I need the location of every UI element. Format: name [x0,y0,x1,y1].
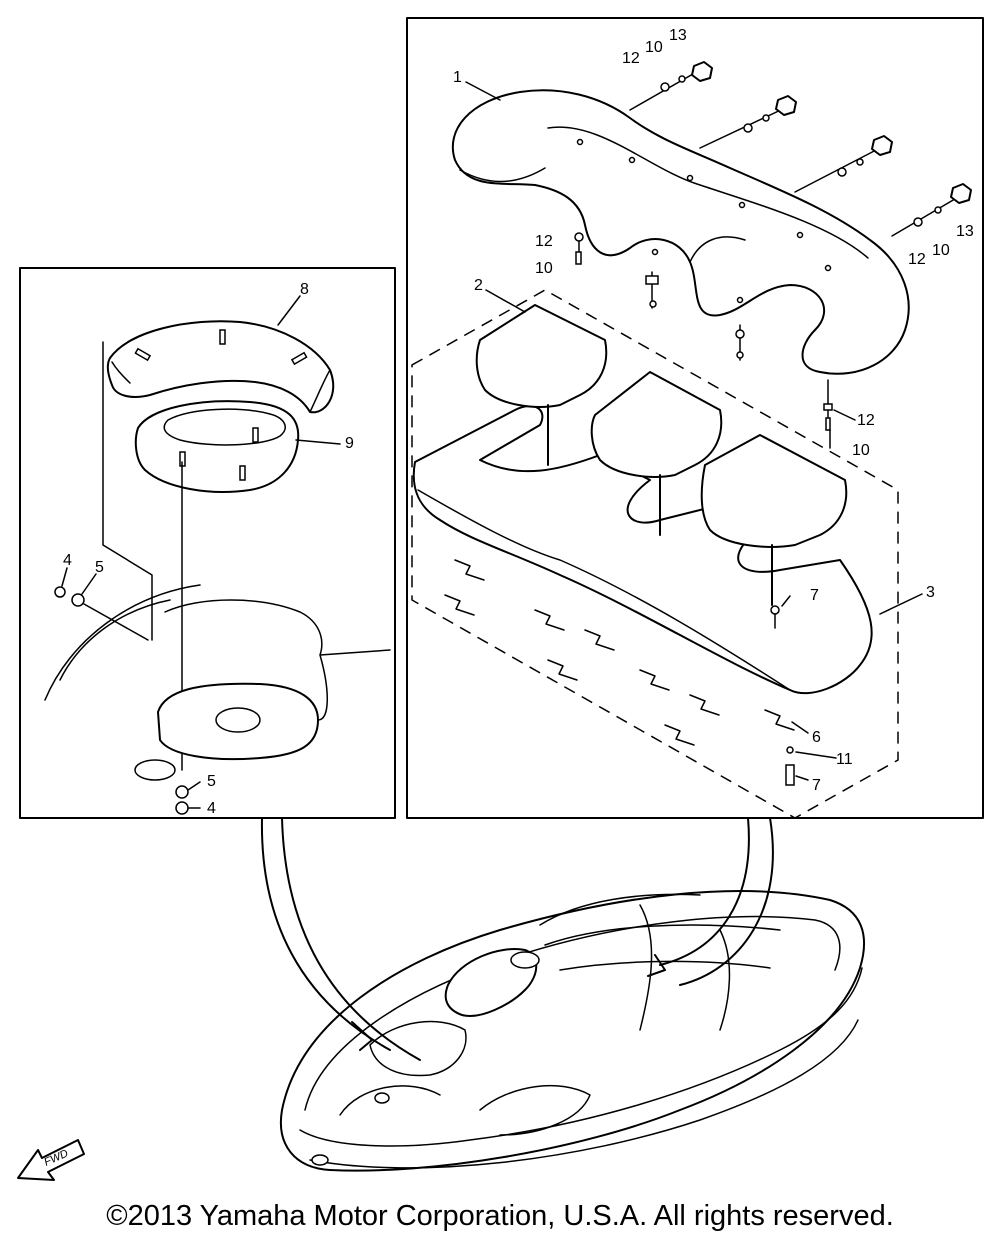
steering-wheel [510,951,540,969]
seat-cushion-right [700,434,848,548]
left-panel-leader-lines [61,295,341,809]
pedestal-hole [215,707,261,733]
callout-1: 1 [453,69,462,86]
seat-base-part-3 [412,405,873,695]
callout-7-lower: 7 [812,777,821,794]
connector-driver-seat [260,817,421,1061]
boat-front-seats [339,1085,591,1136]
callout-7-upper: 7 [810,587,819,604]
callout-10-left: 10 [535,260,553,277]
boat-hull-outline [279,890,865,1172]
callout-5-lower: 5 [207,773,216,790]
callout-5-upper: 5 [95,559,104,576]
callout-6: 6 [812,729,821,746]
seat-base-dashed-outline [411,289,899,819]
callout-11: 11 [836,751,853,768]
callout-10-right: 10 [932,242,950,259]
callout-2: 2 [474,277,483,294]
callout-13-right: 13 [956,223,974,240]
boat-hull-bottom [309,1019,859,1169]
driver-seat-base-inner [163,408,286,446]
connector-rear-seat [659,817,774,986]
boat-console [444,948,538,1017]
right-panel-leader-lines [465,81,923,781]
seat-base-front-edge [417,489,791,691]
connector-arrow-heads [351,954,666,1051]
seat-backrest-part-1 [451,89,910,375]
driver-seat-fasteners [54,586,189,815]
boat-bow-cleat [311,1154,329,1166]
rear-seat-panel [406,17,984,819]
driver-seat-panel [19,267,396,819]
callout-3: 3 [926,584,935,601]
backrest-fasteners [574,61,972,431]
seat-base-bolts [770,605,795,786]
callout-8: 8 [300,281,309,298]
fwd-arrow-icon: FWD [17,1139,85,1181]
callout-4-lower: 4 [207,800,216,817]
seat-backrest-contour [459,126,869,263]
seat-cushion-middle [590,371,723,478]
driver-seat-studs [134,329,308,481]
seat-base-brackets [444,559,795,746]
callout-12-bottom: 12 [857,412,875,429]
boat-rear-bench [539,893,781,1031]
callout-12-right: 12 [908,251,926,268]
boat-driver-seat [369,1020,467,1077]
callout-12-top: 12 [622,50,640,67]
drain-plug-ring [134,759,176,781]
callout-10-bottom: 10 [852,442,870,459]
driver-seat-cushion-part-8 [106,320,335,414]
callout-10-top: 10 [645,39,663,56]
seat-support-posts [547,404,773,606]
boat-deck-fitting [374,1092,390,1104]
driver-seat-base-part-9 [134,400,300,493]
callout-9: 9 [345,435,354,452]
callout-13-top: 13 [669,27,687,44]
copyright-notice: ©2013 Yamaha Motor Corporation, U.S.A. A… [106,1200,894,1232]
seat-cushion-left [475,304,608,408]
backrest-mounting-holes [576,138,832,304]
callout-12-left: 12 [535,233,553,250]
driver-seat-cushion-edge [111,361,331,413]
callout-4-upper: 4 [63,552,72,569]
hull-deck-section [44,584,391,721]
